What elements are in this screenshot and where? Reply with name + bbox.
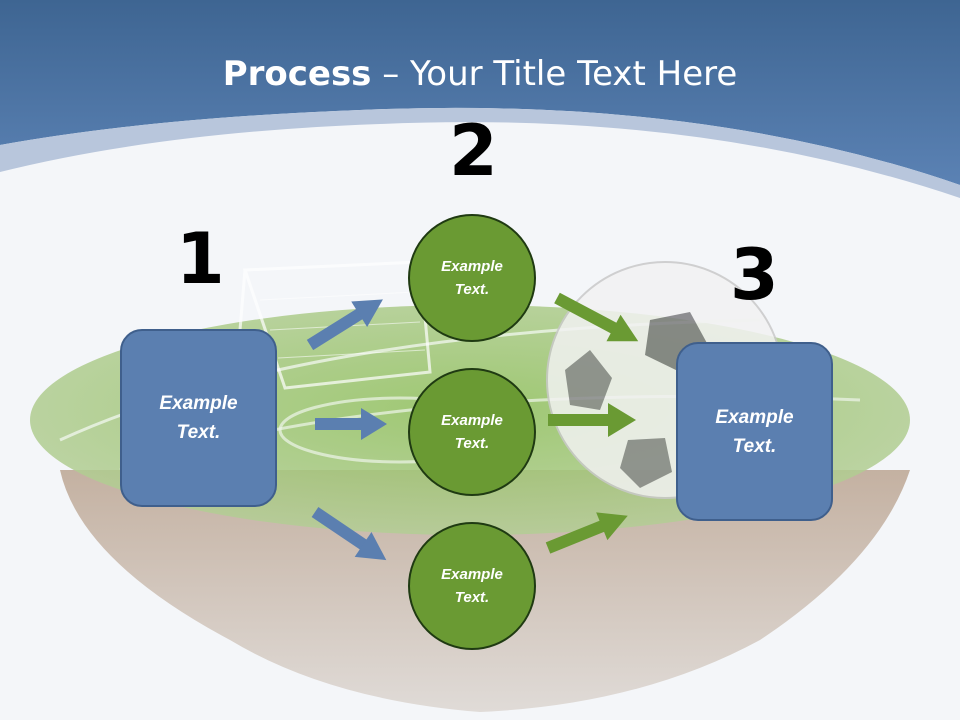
header-swoosh: [0, 107, 960, 198]
header-band: [0, 0, 960, 185]
circle-middle: Example Text.: [408, 368, 536, 496]
step-number-3: 3: [730, 234, 779, 316]
right-box: Example Text.: [676, 342, 833, 521]
title-bold: Process: [222, 54, 372, 94]
title-rest: – Your Title Text Here: [371, 54, 738, 94]
page-title: Process – Your Title Text Here: [0, 52, 960, 96]
step-number-2: 2: [449, 110, 498, 192]
circle-bottom: Example Text.: [408, 522, 536, 650]
left-box: Example Text.: [120, 329, 277, 507]
step-number-1: 1: [176, 218, 225, 300]
circle-top: Example Text.: [408, 214, 536, 342]
